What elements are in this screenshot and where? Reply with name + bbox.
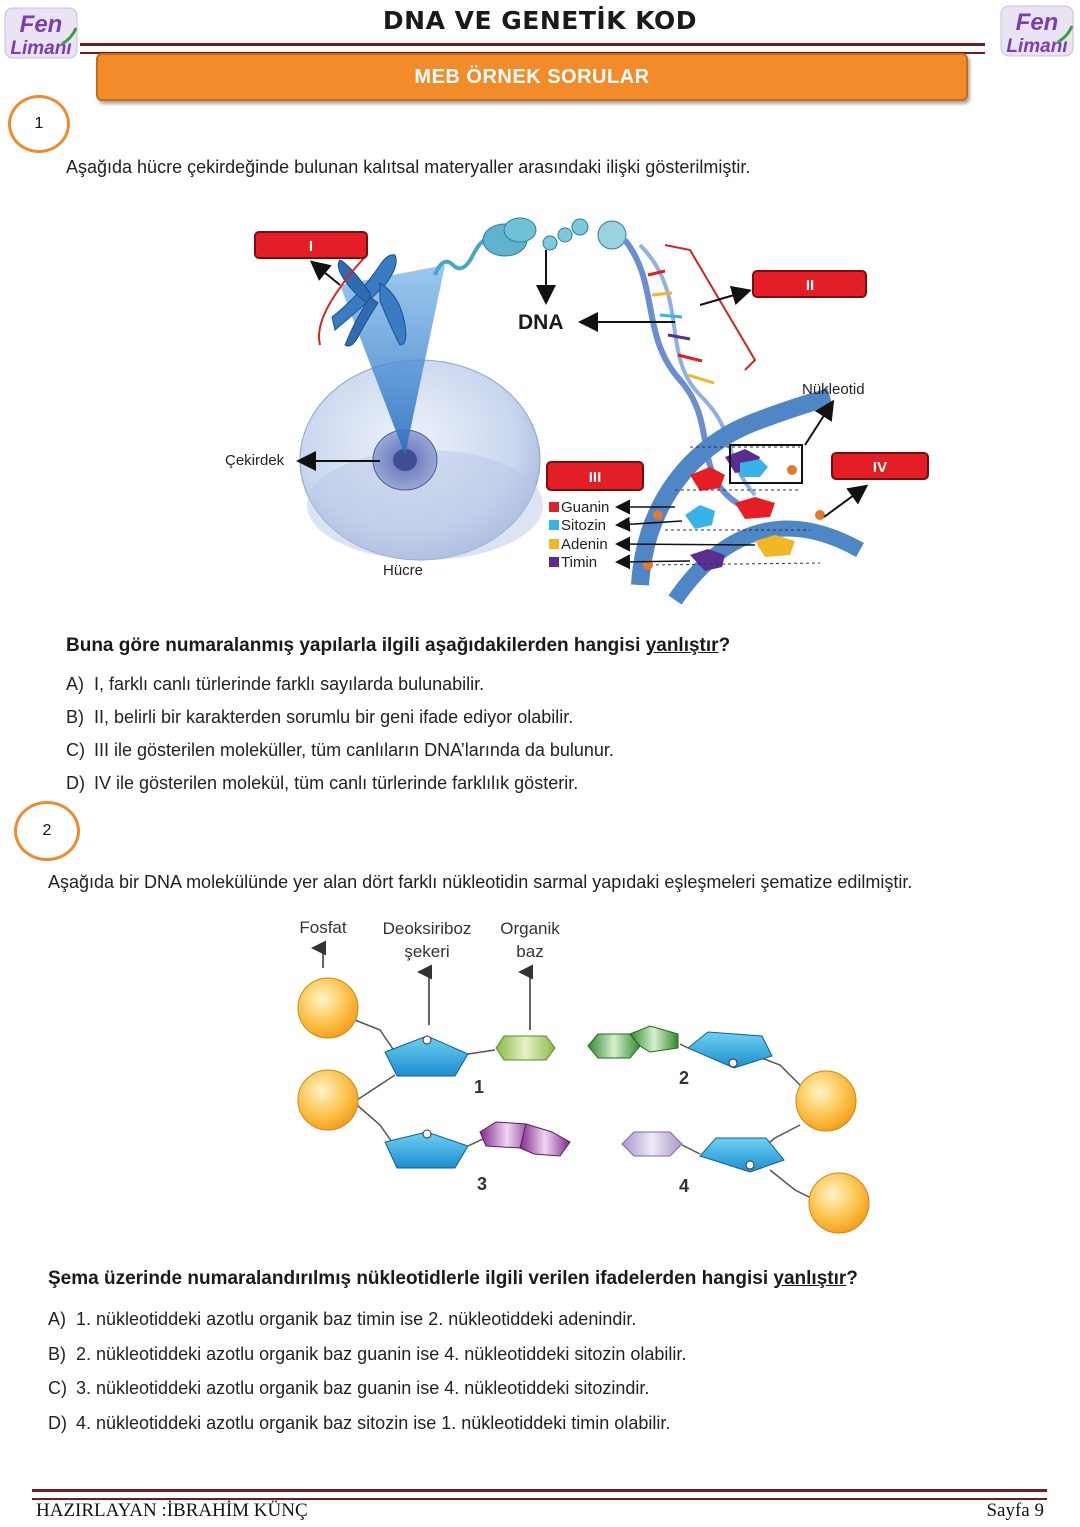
q1-option-d[interactable]: D)IV ile gösterilen molekül, tüm canlı t…: [66, 773, 579, 793]
deoksiriboz-label-line1: Deoksiriboz: [383, 919, 472, 938]
organik-baz-label-line1: Organik: [500, 919, 560, 938]
nucleotide-number-3: 3: [477, 1174, 487, 1194]
q2-option-d[interactable]: D)4. nükleotiddeki azotlu organik baz si…: [48, 1413, 671, 1433]
fen-limani-logo-left: Fen Limanı: [4, 7, 78, 59]
q2-option-a[interactable]: A)1. nükleotiddeki azotlu organik baz ti…: [48, 1309, 637, 1329]
fosfat-label: Fosfat: [299, 918, 347, 937]
page-title: DNA VE GENETİK KOD: [382, 6, 698, 35]
organik-baz-label-line2: baz: [516, 942, 543, 961]
question-1-intro: Aşağıda hücre çekirdeğinde bulunan kalıt…: [66, 157, 751, 177]
phosphate-1: [297, 977, 359, 1039]
svg-text:III: III: [589, 469, 602, 486]
phosphate-3: [297, 1069, 359, 1131]
q1-option-c[interactable]: C)III ile gösterilen moleküller, tüm can…: [66, 740, 614, 760]
svg-text:IV: IV: [873, 459, 887, 476]
nucleotide-number-1: 1: [474, 1077, 484, 1097]
label-box-ii: [752, 270, 867, 298]
svg-text:II: II: [806, 277, 814, 294]
nucleotide-number-4: 4: [679, 1176, 689, 1196]
sugar-2: [687, 1031, 773, 1069]
legend-swatch-guanin: [549, 502, 559, 512]
nucleotide-number-2: 2: [679, 1068, 689, 1088]
label-box-iv: [831, 452, 929, 480]
cell-illustration: [299, 359, 543, 561]
nucleotide-pairing-figure: Fosfat Deoksiriboz şekeri Organik baz: [297, 918, 870, 1234]
fen-limani-logo-right: Fen Limanı: [1000, 5, 1074, 57]
question-1-stem: Buna göre numaralanmış yapılarla ilgili …: [66, 635, 731, 656]
svg-text:Guanin: Guanin: [561, 499, 609, 516]
q1-option-a[interactable]: A)I, farklı canlı türlerinde farklı sayı…: [66, 674, 485, 694]
label-box-i: [254, 231, 368, 259]
svg-text:Sitozin: Sitozin: [561, 517, 606, 534]
q1-option-b[interactable]: B)II, belirli bir karakterden sorumlu bi…: [66, 707, 574, 727]
footer-divider: [32, 1489, 1047, 1500]
nukleotid-label: Nükleotid: [802, 381, 865, 398]
base-4: [621, 1131, 683, 1157]
svg-text:Fen: Fen: [1016, 9, 1059, 36]
cekirdek-label: Çekirdek: [225, 452, 285, 469]
q2-option-b[interactable]: B)2. nükleotiddeki azotlu organik baz gu…: [48, 1344, 687, 1364]
question-number-1: 1: [8, 95, 70, 153]
q2-option-c[interactable]: C)3. nükleotiddeki azotlu organik baz gu…: [48, 1378, 650, 1398]
dna-label: DNA: [518, 311, 564, 334]
chromatin-illustration: [433, 217, 627, 276]
question-2-intro: Aşağıda bir DNA molekülünde yer alan dör…: [48, 872, 913, 892]
legend-swatch-sitozin: [549, 520, 559, 530]
dna-ladder-closeup: [631, 388, 864, 605]
base-2: [587, 1025, 679, 1059]
bracket-i: [318, 256, 366, 346]
question-number-2: 2: [14, 801, 80, 861]
label-box-iii: [546, 461, 644, 491]
base-legend: Guanin Sitozin Adenin Timin: [549, 499, 609, 571]
sugar-4: [699, 1137, 785, 1173]
deoksiriboz-label-line2: şekeri: [404, 942, 449, 961]
legend-swatch-timin: [549, 557, 559, 567]
chromosome-illustration: [331, 254, 407, 347]
footer-page-number: Sayfa 9: [986, 1500, 1044, 1521]
base-1: [495, 1035, 556, 1061]
svg-text:Limanı: Limanı: [1006, 36, 1067, 57]
svg-text:Limanı: Limanı: [10, 38, 71, 59]
question-2-stem: Şema üzerinde numaralandırılmış nükleoti…: [48, 1268, 858, 1289]
dna-structure-figure: I II DNA: [225, 217, 929, 605]
sugar-3: [384, 1131, 469, 1169]
section-banner: MEB ÖRNEK SORULAR: [96, 53, 968, 101]
svg-text:Timin: Timin: [561, 554, 597, 571]
footer-author: HAZIRLAYAN :İBRAHİM KÜNÇ: [36, 1500, 308, 1521]
sugar-1: [384, 1035, 469, 1077]
legend-swatch-adenin: [549, 539, 559, 549]
hucre-label: Hücre: [383, 562, 423, 579]
svg-text:Fen: Fen: [20, 11, 63, 38]
svg-text:I: I: [309, 238, 313, 255]
svg-text:Adenin: Adenin: [561, 536, 608, 553]
sugar-base-links: [467, 1043, 701, 1155]
arrow-i: [309, 260, 341, 286]
bracket-ii: [664, 244, 757, 371]
phosphate-4: [808, 1172, 870, 1234]
base-3: [479, 1121, 571, 1157]
phosphate-2: [795, 1070, 857, 1132]
